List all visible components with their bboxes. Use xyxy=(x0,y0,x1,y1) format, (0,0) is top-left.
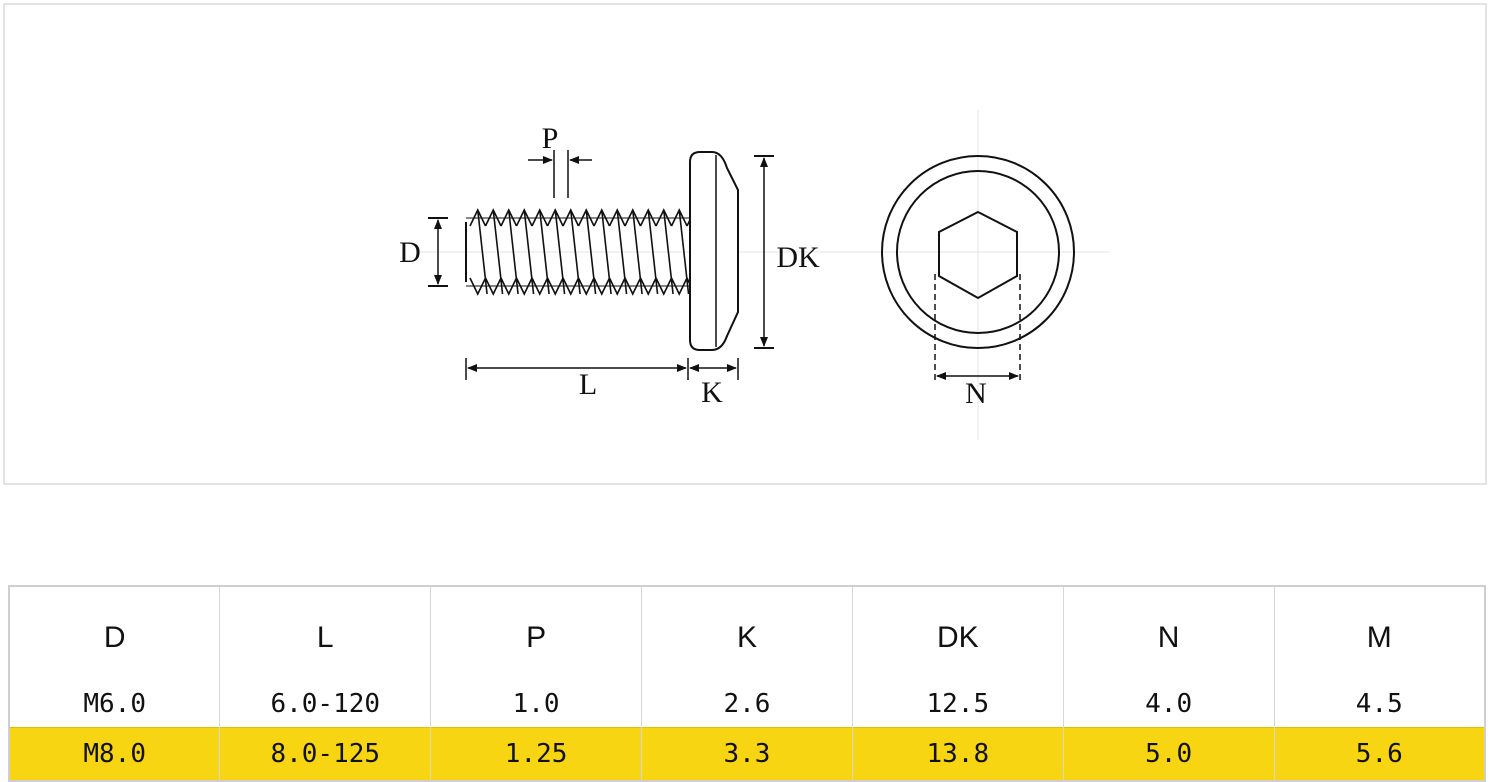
head-height-label: K xyxy=(701,376,723,409)
table-cell: 1.25 xyxy=(430,727,642,781)
table-cell: 5.0 xyxy=(1062,727,1275,781)
diameter-label: D xyxy=(399,236,421,269)
length-label: L xyxy=(579,368,597,401)
thread-pattern xyxy=(469,208,705,296)
table-cell: 4.5 xyxy=(1273,681,1485,728)
screw-head xyxy=(689,151,739,351)
table-cell: 2.6 xyxy=(641,681,853,728)
table-cell: M6.0 xyxy=(8,681,220,728)
header-d: D xyxy=(8,586,220,681)
screw-technical-drawing: P D L K DK N xyxy=(399,110,1110,440)
table-row: M6.0 6.0-120 1.0 2.6 12.5 4.0 4.5 xyxy=(8,681,1485,728)
header-m: M xyxy=(1273,586,1485,681)
header-k: K xyxy=(641,586,853,681)
table-row-highlighted: M8.0 8.0-125 1.25 3.3 13.8 5.0 5.6 xyxy=(8,727,1485,781)
header-dk: DK xyxy=(851,586,1064,681)
pitch-dimension: P xyxy=(528,122,592,198)
technical-drawing-frame xyxy=(3,3,1487,485)
table-cell: 6.0-120 xyxy=(219,681,431,728)
hex-socket xyxy=(938,210,1018,300)
table-header-row: D L P K DK N M xyxy=(8,586,1485,681)
header-n: N xyxy=(1062,586,1275,681)
header-l: L xyxy=(219,586,431,681)
specification-table: D L P K DK N M M6.0 6.0-120 1.0 2.6 12.5… xyxy=(8,585,1486,782)
table-cell: 5.6 xyxy=(1273,727,1485,781)
pitch-label: P xyxy=(542,122,559,155)
head-diameter-dimension: DK xyxy=(754,155,820,349)
table-cell: 12.5 xyxy=(851,681,1064,728)
head-height-dimension: K xyxy=(689,358,739,409)
table-cell: 1.0 xyxy=(430,681,642,728)
table-cell: 13.8 xyxy=(851,727,1064,781)
table-cell: 8.0-125 xyxy=(219,727,431,781)
header-p: P xyxy=(430,586,642,681)
length-dimension: L xyxy=(465,358,689,401)
screw-threads xyxy=(469,208,705,296)
head-diameter-label: DK xyxy=(776,241,820,274)
screw-top-view: N xyxy=(881,155,1075,410)
table-cell: M8.0 xyxy=(8,727,220,781)
table-cell: 3.3 xyxy=(641,727,853,781)
screw-side-view xyxy=(465,151,739,351)
diameter-dimension: D xyxy=(399,217,448,287)
table-cell: 4.0 xyxy=(1062,681,1275,728)
socket-label: N xyxy=(965,377,987,410)
